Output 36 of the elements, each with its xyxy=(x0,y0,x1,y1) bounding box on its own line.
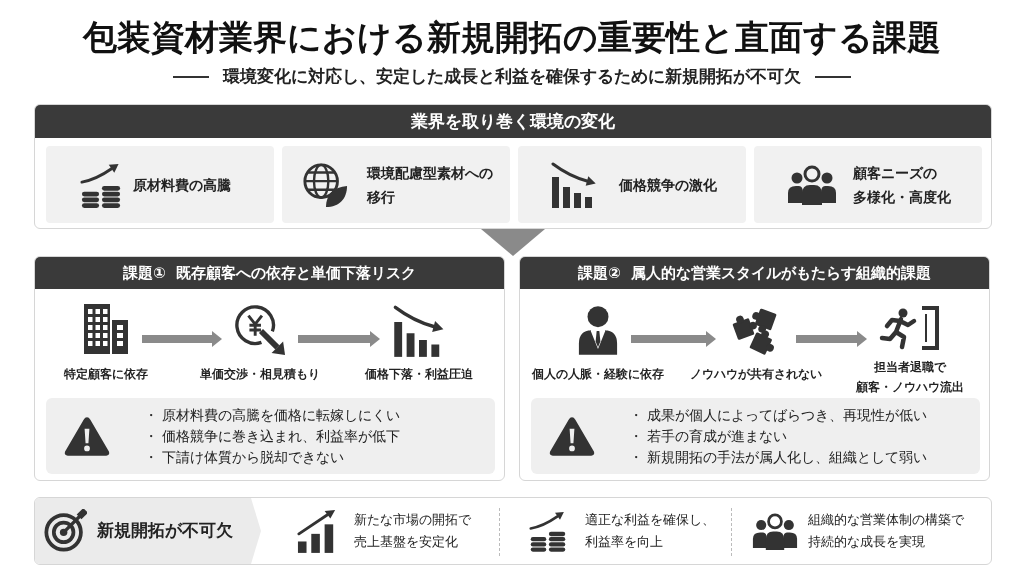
panel xyxy=(519,256,990,481)
step-label: 個人の人脈・経験に依存 xyxy=(532,367,664,382)
step-label: ノウハウが共有されない xyxy=(690,367,822,383)
bullet-text: ・ 若手の育成が進まない xyxy=(629,427,787,446)
highlight-tag xyxy=(35,498,261,564)
benefit-text: 組織的な営業体制の構築で持続的な成長を実現 xyxy=(808,512,964,551)
panel-header: 業界を取り巻く環境の変化 xyxy=(35,105,991,138)
card-label: 価格競争の激化 xyxy=(619,175,717,195)
step-label: 単価交渉・相見積もり xyxy=(200,367,320,382)
card xyxy=(282,146,510,223)
card xyxy=(46,146,274,223)
panel xyxy=(34,256,505,481)
panel xyxy=(34,104,992,229)
card-label: 原材料費の高騰 xyxy=(133,175,231,195)
warning-box xyxy=(531,398,980,474)
panel-header: 課題① 既存顧客への依存と単価下落リスク xyxy=(35,257,504,289)
step-label: 価格下落・利益圧迫 xyxy=(365,367,473,382)
panel-header: 課題② 属人的な営業スタイルがもたらす組織的課題 xyxy=(520,257,989,289)
step-label: 特定顧客に依存 xyxy=(64,366,148,382)
card xyxy=(754,146,982,223)
step-label: 担当者退職で顧客・ノウハウ流出 xyxy=(856,360,964,395)
tag-label: 新規開拓が不可欠 xyxy=(97,520,233,542)
card-label: 顧客ニーズの多様化・高度化 xyxy=(853,163,951,207)
bullet-text: ・ 成果が個人によってばらつき、再現性が低い xyxy=(629,406,927,425)
warning-box xyxy=(46,398,495,474)
benefit-text: 新たな市場の開拓で売上基盤を安定化 xyxy=(354,512,471,551)
card-label: 環境配慮型素材への移行 xyxy=(367,163,493,207)
title: 包装資材業界における新規開拓の重要性と直面する課題 xyxy=(83,17,941,58)
summary-band xyxy=(34,497,992,565)
benefit-text: 適正な利益を確保し、利益率を向上 xyxy=(585,512,715,551)
bullet-text: ・ 下請け体質から脱却できない xyxy=(144,448,344,467)
bullet-text: ・ 原材料費の高騰を価格に転嫁しにくい xyxy=(144,406,400,425)
card xyxy=(518,146,746,223)
subtitle: 環境変化に対応し、安定した成長と利益を確保するために新規開拓が不可欠 xyxy=(223,66,801,88)
bullet-text: ・ 価格競争に巻き込まれ、利益率が低下 xyxy=(144,427,400,446)
bullet-text: ・ 新規開拓の手法が属人化し、組織として弱い xyxy=(629,448,927,467)
